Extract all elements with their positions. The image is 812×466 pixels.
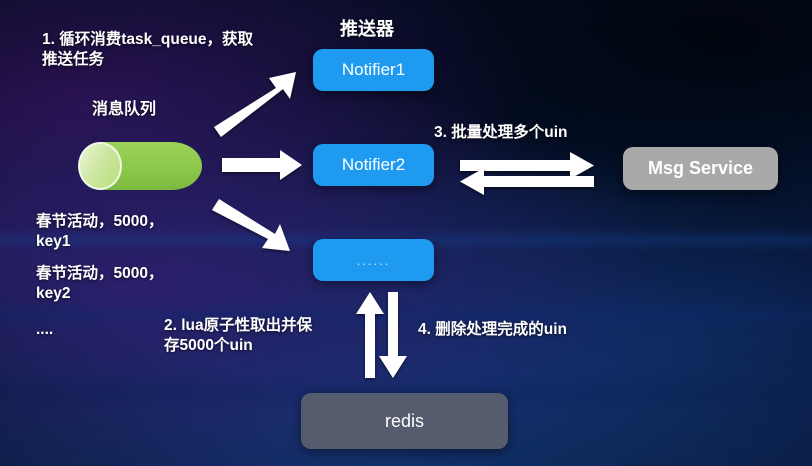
node-notifier1-label: Notifier1: [341, 60, 406, 79]
node-redis-label: redis: [384, 410, 424, 431]
step-2-label: 2. lua原子性取出并保 存5000个uin: [164, 317, 313, 355]
pusher-group-title: 推送器: [340, 19, 394, 39]
node-msg-service[interactable]: Msg Service: [623, 147, 778, 190]
node-notifier1[interactable]: Notifier1: [313, 49, 434, 91]
node-notifier2-label: Notifier2: [341, 155, 406, 174]
node-msg-service-label: Msg Service: [647, 158, 754, 178]
cylinder-cap: [78, 142, 122, 190]
step-3-label: 3. 批量处理多个uin: [434, 124, 568, 141]
queue-item-2: 春节活动，5000， key2: [36, 265, 164, 303]
message-queue-cylinder: [78, 142, 204, 190]
node-redis[interactable]: redis: [301, 393, 508, 449]
step-4-label: 4. 删除处理完成的uin: [418, 321, 567, 338]
node-notifier2[interactable]: Notifier2: [313, 144, 434, 186]
node-notifier-more[interactable]: ......: [313, 239, 434, 281]
node-notifier-more-label: ......: [356, 252, 391, 268]
queue-item-3: ....: [36, 321, 54, 338]
step-1-label: 1. 循环消费task_queue，获取 推送任务: [42, 31, 254, 69]
queue-item-1: 春节活动，5000， key1: [36, 213, 164, 251]
message-queue-label: 消息队列: [92, 101, 157, 118]
